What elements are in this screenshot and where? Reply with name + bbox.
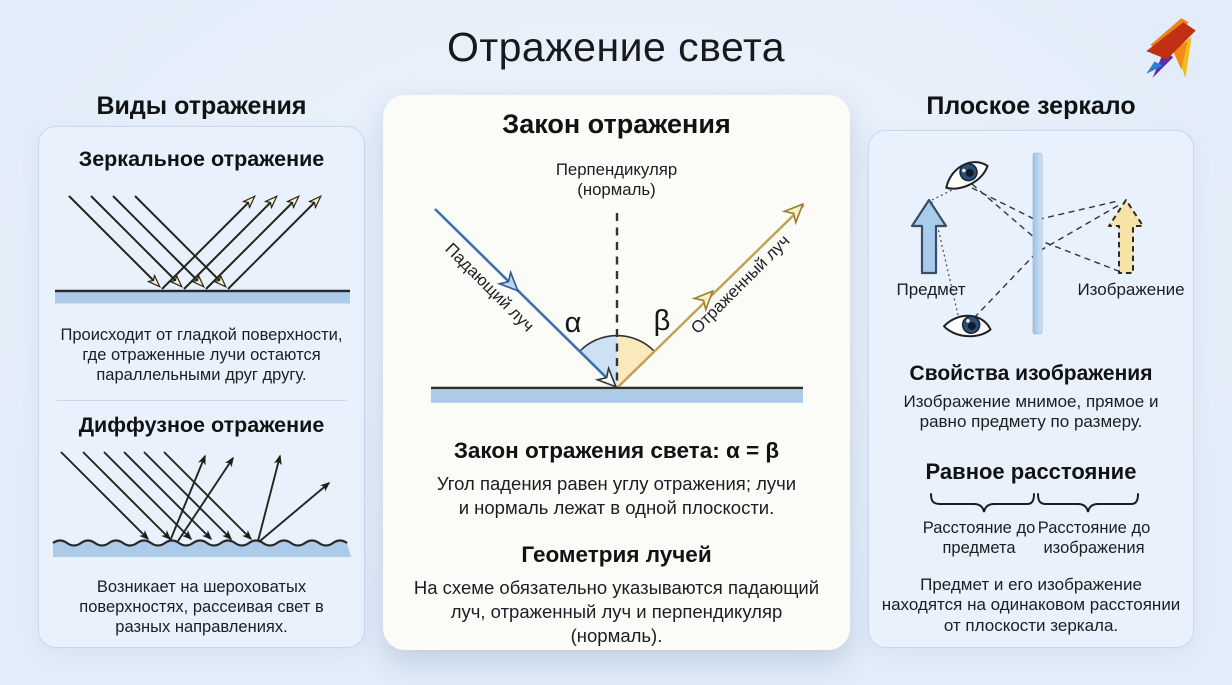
image-label: Изображение	[1077, 280, 1184, 299]
logo-tail-overlay-shape	[1173, 40, 1188, 70]
card-divider	[56, 400, 347, 402]
incident-ray	[434, 208, 618, 389]
normal-label-line2: (нормаль)	[577, 180, 656, 200]
law-statement-title: Закон отражения света: α = β	[453, 437, 780, 463]
bird-logo-icon	[1146, 18, 1196, 78]
top-eye-icon	[945, 161, 989, 190]
reflected-ray-label: Отраженный луч	[687, 231, 793, 337]
distance-braces	[930, 492, 1139, 513]
distance-labels-row: Расстояние до предмета Расстояние до изо…	[869, 519, 1193, 561]
diffuse-reflection-description: Возникает на шероховатых поверхностях, р…	[79, 578, 324, 636]
reflected-ray-arrowhead	[691, 289, 715, 313]
incident-contact-arrowhead	[594, 365, 618, 389]
law-statement-description: Угол падения равен углу отражения; лучи …	[436, 472, 797, 519]
mirror-line	[1032, 152, 1043, 335]
right-brace	[1037, 492, 1139, 513]
law-of-reflection-title: Закон отражения	[502, 109, 731, 139]
image-properties-title: Свойства изображения	[909, 362, 1153, 385]
specular-reflection-description: Происходит от гладкой поверхности, где о…	[60, 326, 343, 384]
normal-label-line1: Перпендикуляр	[555, 160, 678, 179]
scattered-rays	[169, 454, 331, 543]
specular-reflection-diagram	[55, 182, 350, 304]
normal-label: Перпендикуляр (нормаль)	[383, 160, 850, 201]
beta-angle-arc	[617, 335, 654, 388]
reflected-rays	[161, 198, 319, 290]
diffuse-reflection-diagram	[52, 451, 351, 558]
ray-geometry-title: Геометрия лучей	[521, 542, 712, 568]
image-properties-description: Изображение мнимое, прямое и равно предм…	[903, 392, 1159, 432]
types-of-reflection-header: Виды отражения	[96, 92, 307, 120]
ray-geometry-description: На схеме обязательно указываются падающи…	[413, 577, 820, 647]
page-title: Отражение света	[446, 24, 786, 70]
law-of-reflection-diagram: α β Падающий луч Отраженный луч	[431, 202, 805, 403]
rough-surface-line	[52, 539, 348, 547]
mirror-surface-fill	[431, 389, 803, 403]
beta-label: β	[654, 305, 671, 337]
reflected-ray-end-arrowhead	[781, 202, 805, 226]
object-label: Предмет	[896, 280, 965, 299]
object-arrow	[910, 198, 948, 275]
law-of-reflection-panel: Закон отражения Перпендикуляр (нормаль) …	[383, 95, 850, 650]
incident-rays	[68, 195, 224, 285]
specular-reflection-title: Зеркальное отражение	[78, 147, 325, 171]
incident-ray-arrowhead	[496, 269, 520, 293]
left-brace	[930, 492, 1035, 513]
diffuse-reflection-title: Диффузное отражение	[78, 413, 325, 438]
types-of-reflection-card: Зеркальное отражение Происходит от гладк…	[38, 126, 365, 648]
plane-mirror-diagram: Предмет Изображение	[896, 152, 1185, 338]
image-arrow	[1108, 199, 1144, 274]
equal-distance-title: Равное расстояние	[925, 458, 1137, 484]
smooth-surface-fill	[55, 292, 350, 304]
logo-body-shape	[1146, 22, 1196, 60]
distance-to-object-label: Расстояние до предмета	[922, 518, 1036, 557]
bottom-eye-icon	[942, 314, 992, 338]
incident-ray-label: Падающий луч	[441, 239, 537, 335]
alpha-label: α	[565, 307, 582, 339]
plane-mirror-card: Предмет Изображение Свойства изображения…	[868, 130, 1194, 648]
plane-mirror-header: Плоское зеркало	[926, 92, 1136, 120]
distance-to-image-label: Расстояние до изображения	[1037, 518, 1151, 557]
logo-streak-blue-shape	[1146, 61, 1163, 74]
incident-rays	[60, 451, 253, 541]
equal-distance-description: Предмет и его изображение находятся на о…	[881, 574, 1181, 635]
